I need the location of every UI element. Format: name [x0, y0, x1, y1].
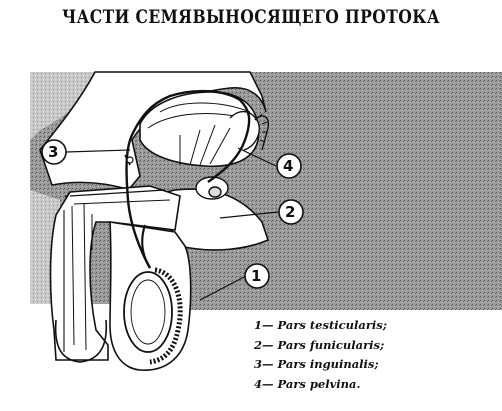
legend-text: Pars testicularis;	[277, 318, 387, 332]
legend-item: 4— Pars pelvina.	[254, 375, 387, 395]
callout-label-1: 1	[251, 267, 262, 285]
legend-text: Pars pelvina.	[277, 376, 361, 391]
legend-item: 3— Pars inguinalis;	[254, 355, 387, 375]
callout-label-3: 3	[48, 143, 59, 161]
scrotum-testis	[109, 221, 192, 371]
callout-4	[276, 153, 302, 179]
legend-text: Pars funicularis;	[277, 337, 385, 352]
callout-1	[244, 263, 270, 289]
legend: 1— Pars testicularis; 2— Pars funiculari…	[254, 316, 387, 394]
callout-2	[278, 199, 304, 225]
callout-3	[41, 139, 67, 165]
callout-leaders	[65, 147, 279, 301]
legend-text: Pars inguinalis;	[277, 357, 379, 371]
vas-deferens	[124, 89, 251, 269]
callout-label-4: 4	[283, 157, 294, 175]
legend-item: 2— Pars funicularis;	[254, 336, 387, 356]
legend-item: 1— Pars testicularis;	[254, 316, 387, 336]
legend-num: 4—	[254, 376, 274, 391]
legend-num: 2—	[254, 337, 274, 352]
legend-num: 3—	[254, 357, 274, 371]
legend-num: 1—	[254, 318, 274, 332]
diagram-title: ЧАСТИ СЕМЯВЫНОСЯЩЕГО ПРОТОКА	[62, 6, 440, 28]
seminal-vesicle	[229, 111, 270, 151]
callout-label-2: 2	[285, 203, 296, 221]
prostate	[195, 176, 229, 200]
penis	[49, 185, 181, 363]
bladder	[139, 91, 260, 168]
